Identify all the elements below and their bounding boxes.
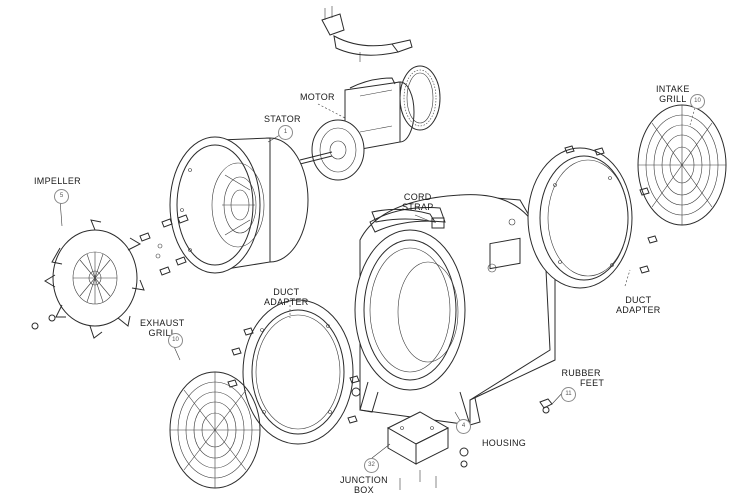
stator: [169, 136, 309, 274]
cord-strap: [371, 208, 445, 229]
duct-adapter-left: [227, 299, 361, 445]
intake-grill: [637, 104, 727, 226]
housing: [354, 194, 556, 426]
duct-adapter-right: [527, 145, 658, 289]
balloon-rubber-feet: 11: [561, 387, 576, 402]
label-stator: STATOR: [264, 114, 301, 124]
balloon-junction-box: 32: [364, 458, 379, 473]
label-housing: HOUSING: [482, 438, 527, 448]
motor-ring: [399, 65, 441, 131]
label-motor: MOTOR: [300, 92, 335, 102]
balloon-impeller: 5: [54, 189, 69, 204]
balloon-stator: 1: [278, 125, 293, 140]
label-impeller: IMPELLER: [34, 176, 81, 186]
rubber-feet: [539, 398, 553, 414]
junction-box: [386, 411, 469, 490]
balloon-exhaust-grill: 10: [168, 333, 183, 348]
impeller: [31, 219, 145, 339]
exhaust-grill: [169, 371, 261, 489]
stator-bolts: [139, 214, 189, 276]
motor-bracket: [321, 6, 413, 62]
balloon-intake-grill: 10: [690, 94, 705, 109]
balloon-housing: 4: [456, 419, 471, 434]
motor: [299, 77, 415, 181]
